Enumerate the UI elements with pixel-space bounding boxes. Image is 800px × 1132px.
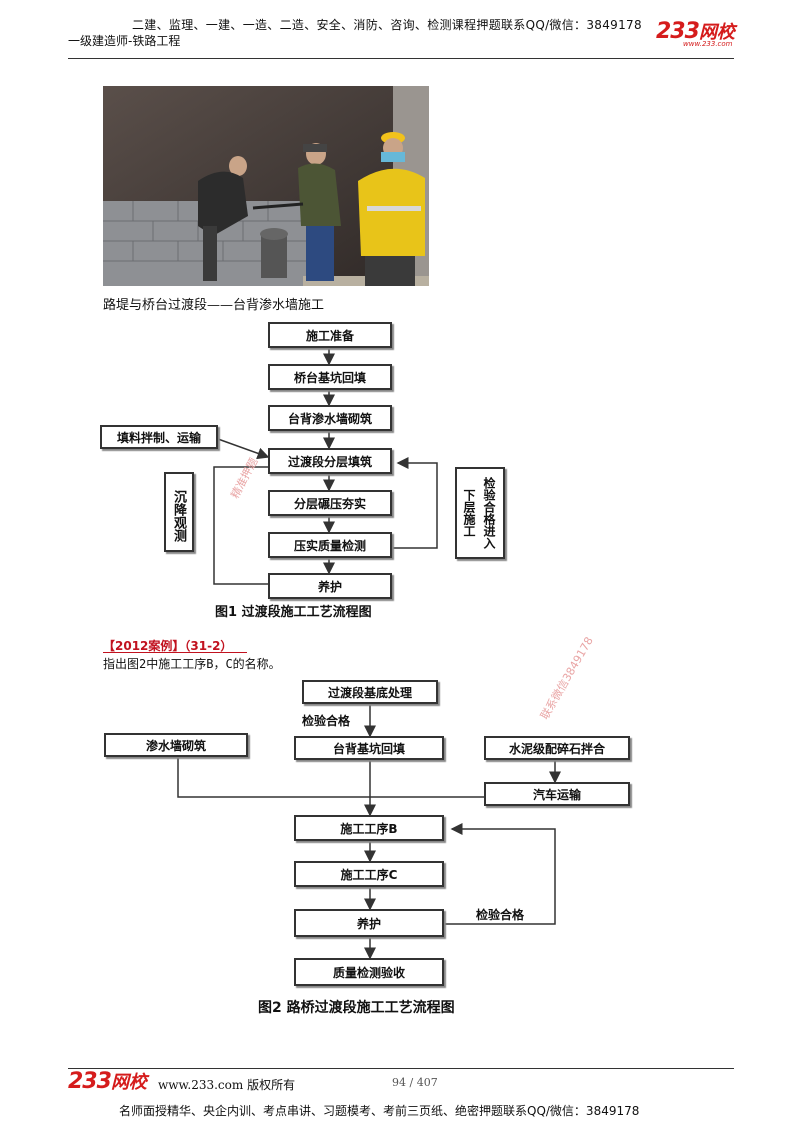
fig1-step-2: 桥台基坑回填 bbox=[268, 364, 392, 390]
header-logo: 233网校 bbox=[656, 18, 735, 44]
fig2-loop-label: 检验合格 bbox=[476, 908, 525, 922]
logo-number: 233 bbox=[656, 19, 700, 44]
footer-bottom-line: 名师面授精华、央企内训、考点串讲、习题模考、考前三页纸、绝密押题联系QQ/微信：… bbox=[119, 1104, 640, 1118]
header-subtitle: 一级建造师-铁路工程 bbox=[68, 34, 181, 48]
footer-logo: 233网校 bbox=[68, 1068, 147, 1094]
fig1-side-input: 填料拌制、运输 bbox=[100, 425, 218, 449]
fig2-check-label: 检验合格 bbox=[302, 714, 351, 728]
fig1-left-side: 沉降观测 bbox=[164, 472, 194, 552]
fig2-caption: 图2 路桥过渡段施工工艺流程图 bbox=[258, 1000, 455, 1016]
fig1-caption: 图1 过渡段施工工艺流程图 bbox=[215, 605, 372, 620]
logo-text: 网校 bbox=[698, 22, 735, 43]
fig2-step-b: 施工工序B bbox=[294, 815, 444, 841]
construction-photo bbox=[103, 86, 429, 286]
footer-logo-number: 233 bbox=[68, 1069, 112, 1094]
fig1-right-side: 检验合格进入下层施工 bbox=[455, 467, 505, 559]
fig1-step-7: 养护 bbox=[268, 573, 392, 599]
header-top-line: 二建、监理、一建、一造、二造、安全、消防、咨询、检测课程押题联系QQ/微信：38… bbox=[132, 18, 642, 32]
fig2-step-1: 过渡段基底处理 bbox=[302, 680, 438, 704]
case-question: 指出图2中施工工序B，C的名称。 bbox=[103, 657, 281, 671]
footer-divider bbox=[68, 1068, 734, 1069]
fig2-step-5: 养护 bbox=[294, 909, 444, 937]
fig1-step-3: 台背渗水墙砌筑 bbox=[268, 405, 392, 431]
figure-2-connectors bbox=[177, 704, 561, 960]
fig2-step-c: 施工工序C bbox=[294, 861, 444, 887]
fig2-left-box: 渗水墙砌筑 bbox=[104, 733, 248, 757]
figure-1-flowchart: 施工准备 桥台基坑回填 台背渗水墙砌筑 过渡段分层填筑 分层碾压夯实 压实质量检… bbox=[100, 322, 505, 620]
header-divider bbox=[68, 58, 734, 59]
fig2-step-2: 台背基坑回填 bbox=[294, 736, 444, 760]
fig1-step-5: 分层碾压夯实 bbox=[268, 490, 392, 516]
fig1-step-4: 过渡段分层填筑 bbox=[268, 448, 392, 474]
figure-1-connectors bbox=[213, 348, 438, 585]
fig2-right-box-2: 汽车运输 bbox=[484, 782, 630, 806]
fig1-step-1: 施工准备 bbox=[268, 322, 392, 348]
logo-url: www.233.com bbox=[683, 40, 733, 48]
fig1-step-6: 压实质量检测 bbox=[268, 532, 392, 558]
fig2-right-box-1: 水泥级配碎石拌合 bbox=[484, 736, 630, 760]
figure-2-flowchart: 过渡段基底处理 检验合格 台背基坑回填 渗水墙砌筑 水泥级配碎石拌合 汽车运输 … bbox=[104, 680, 630, 1016]
footer-copyright: www.233.com 版权所有 bbox=[158, 1078, 296, 1092]
footer-page-number: 94 / 407 bbox=[392, 1076, 438, 1089]
fig2-step-6: 质量检测验收 bbox=[294, 958, 444, 986]
footer-logo-text: 网校 bbox=[110, 1072, 147, 1093]
case-underline bbox=[103, 652, 247, 653]
case-title: 【2012案例】（31-2） bbox=[103, 639, 233, 653]
photo-caption: 路堤与桥台过渡段——台背渗水墙施工 bbox=[103, 298, 325, 313]
